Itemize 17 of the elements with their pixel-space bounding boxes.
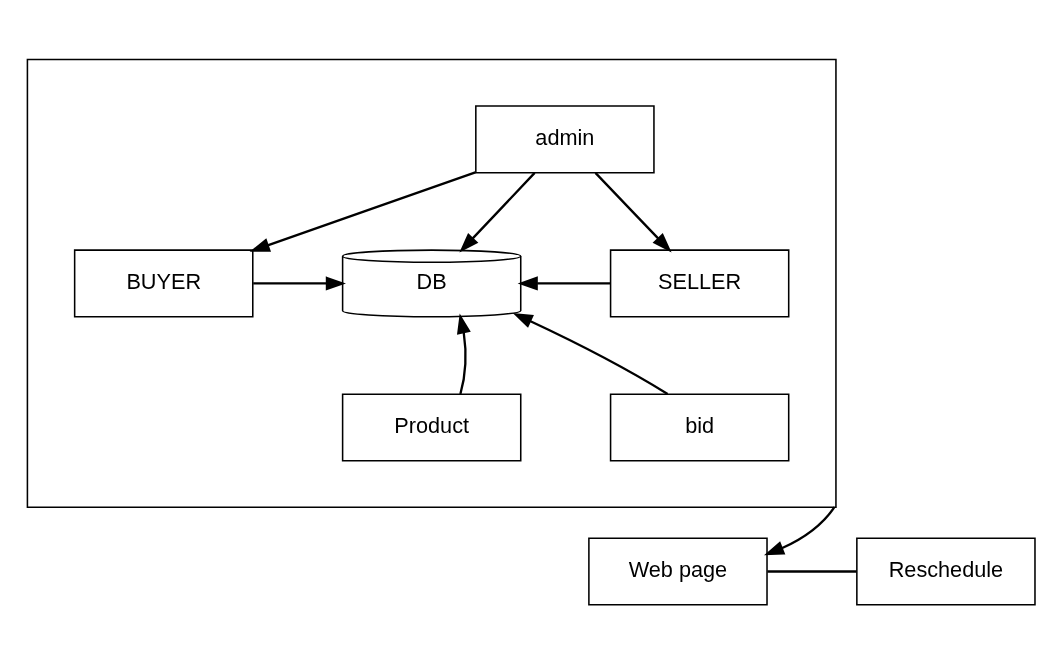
node-box: SELLER (609, 249, 790, 318)
node-box: admin (475, 105, 655, 174)
arrow (457, 313, 471, 395)
node-box: Web page (588, 537, 768, 606)
arrow (517, 276, 611, 291)
connector (767, 570, 857, 573)
arrow (459, 172, 536, 253)
node-box: BUYER (73, 249, 254, 318)
node-box: bid (609, 393, 790, 462)
arrow (249, 171, 476, 252)
arrow (512, 313, 669, 395)
arrow (253, 276, 346, 291)
node-box: Reschedule (856, 537, 1036, 606)
arrow (764, 506, 836, 556)
arrow (594, 172, 672, 253)
cluster (26, 58, 837, 508)
node-box: Product (341, 393, 522, 462)
